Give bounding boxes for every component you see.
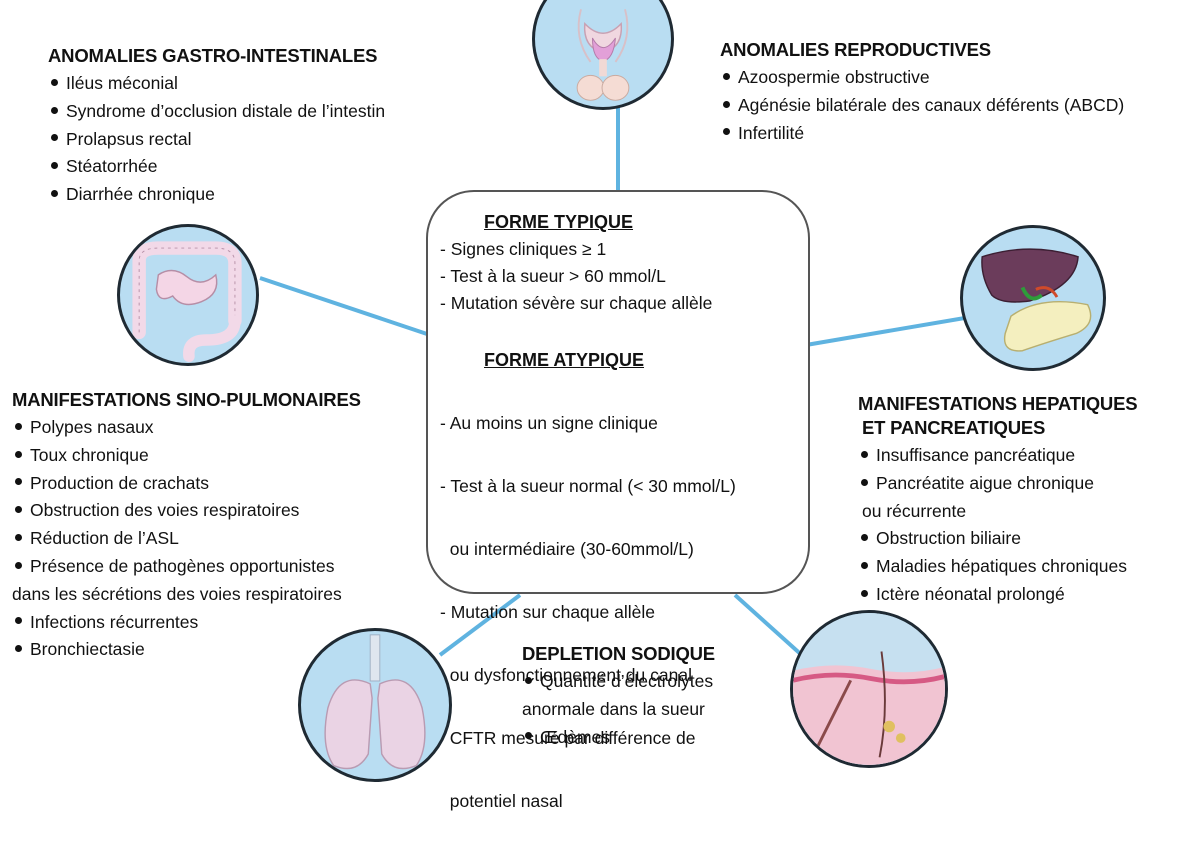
- list-item-continuation: ou récurrente: [858, 498, 1137, 526]
- atypique-line: potentiel nasal: [440, 788, 736, 815]
- list-item: Infertilité: [720, 120, 1124, 148]
- intestine-icon: [117, 224, 259, 366]
- list-item: Azoospermie obstructive: [720, 64, 1124, 92]
- repro-section: ANOMALIES REPRODUCTIVES Azoospermie obst…: [720, 38, 1124, 147]
- gastro-section: ANOMALIES GASTRO-INTESTINALES Iléus méco…: [48, 44, 385, 209]
- bullet-icon: [15, 506, 22, 513]
- list-item: Agénésie bilatérale des canaux déférents…: [720, 92, 1124, 120]
- sino-title: MANIFESTATIONS SINO-PULMONAIRES: [12, 388, 361, 412]
- list-item: Production de crachats: [12, 470, 361, 498]
- bullet-icon: [861, 479, 868, 486]
- list-item: Obstruction des voies respiratoires: [12, 497, 361, 525]
- list-item: Pancréatite aigue chronique: [858, 470, 1137, 498]
- gastro-title: ANOMALIES GASTRO-INTESTINALES: [48, 44, 385, 68]
- bullet-icon: [51, 79, 58, 86]
- typique-title: FORME TYPIQUE: [484, 210, 633, 234]
- bullet-icon: [51, 162, 58, 169]
- atypique-line: - Mutation sur chaque allèle: [440, 599, 736, 626]
- atypique-line: ou intermédiaire (30-60mmol/L): [440, 536, 736, 563]
- bullet-icon: [723, 73, 730, 80]
- list-item: Iléus méconial: [48, 70, 385, 98]
- bullet-icon: [861, 590, 868, 597]
- bullet-icon: [525, 732, 532, 739]
- list-item: Œdèmes: [522, 724, 715, 752]
- bullet-icon: [15, 451, 22, 458]
- list-item-continuation: dans les sécrétions des voies respiratoi…: [12, 581, 361, 609]
- bullet-icon: [861, 562, 868, 569]
- list-item: Toux chronique: [12, 442, 361, 470]
- bullet-icon: [15, 423, 22, 430]
- skin-section-icon: [790, 610, 948, 768]
- bullet-icon: [15, 617, 22, 624]
- atypique-line: - Test à la sueur normal (< 30 mmol/L): [440, 473, 736, 500]
- list-item: Bronchiectasie: [12, 636, 361, 664]
- connector-gastro: [260, 278, 430, 335]
- typique-line: - Test à la sueur > 60 mmol/L: [440, 263, 712, 290]
- bullet-icon: [15, 645, 22, 652]
- bullet-icon: [861, 451, 868, 458]
- typique-line: - Mutation sévère sur chaque allèle: [440, 290, 712, 317]
- list-item: Présence de pathogènes opportunistes: [12, 553, 361, 581]
- typique-line: - Signes cliniques ≥ 1: [440, 236, 712, 263]
- atypique-title: FORME ATYPIQUE: [484, 348, 644, 372]
- bullet-icon: [723, 101, 730, 108]
- hepa-section: MANIFESTATIONS HEPATIQUES ET PANCREATIQU…: [858, 392, 1137, 609]
- bullet-icon: [861, 534, 868, 541]
- list-item: Obstruction biliaire: [858, 525, 1137, 553]
- list-item: Ictère néonatal prolongé: [858, 581, 1137, 609]
- bullet-icon: [51, 107, 58, 114]
- list-item: Polypes nasaux: [12, 414, 361, 442]
- list-item-continuation: anormale dans la sueur: [522, 696, 715, 724]
- bullet-icon: [15, 478, 22, 485]
- center-box: FORME TYPIQUE - Signes cliniques ≥ 1 - T…: [426, 190, 810, 594]
- list-item: Stéatorrhée: [48, 153, 385, 181]
- bullet-icon: [15, 562, 22, 569]
- list-item: Diarrhée chronique: [48, 181, 385, 209]
- list-item: Syndrome d’occlusion distale de l’intest…: [48, 98, 385, 126]
- bullet-icon: [15, 534, 22, 541]
- list-item: Infections récurrentes: [12, 609, 361, 637]
- sodium-title: DEPLETION SODIQUE: [522, 642, 715, 666]
- list-item: Réduction de l’ASL: [12, 525, 361, 553]
- list-item: Prolapsus rectal: [48, 126, 385, 154]
- bullet-icon: [525, 677, 532, 684]
- list-item: Quantité d’électrolytes: [522, 668, 715, 696]
- hepa-title-2: ET PANCREATIQUES: [862, 416, 1137, 440]
- list-item: Insuffisance pancréatique: [858, 442, 1137, 470]
- bullet-icon: [723, 128, 730, 135]
- list-item: Maladies hépatiques chroniques: [858, 553, 1137, 581]
- bullet-icon: [51, 190, 58, 197]
- bullet-icon: [51, 134, 58, 141]
- sodium-section: DEPLETION SODIQUE Quantité d’électrolyte…: [522, 642, 715, 751]
- hepa-title-1: MANIFESTATIONS HEPATIQUES: [858, 392, 1137, 416]
- repro-title: ANOMALIES REPRODUCTIVES: [720, 38, 1124, 62]
- reproductive-organs-icon: [532, 0, 674, 110]
- atypique-line: - Au moins un signe clinique: [440, 410, 736, 437]
- sino-section: MANIFESTATIONS SINO-PULMONAIRES Polypes …: [12, 388, 361, 664]
- liver-pancreas-icon: [960, 225, 1106, 371]
